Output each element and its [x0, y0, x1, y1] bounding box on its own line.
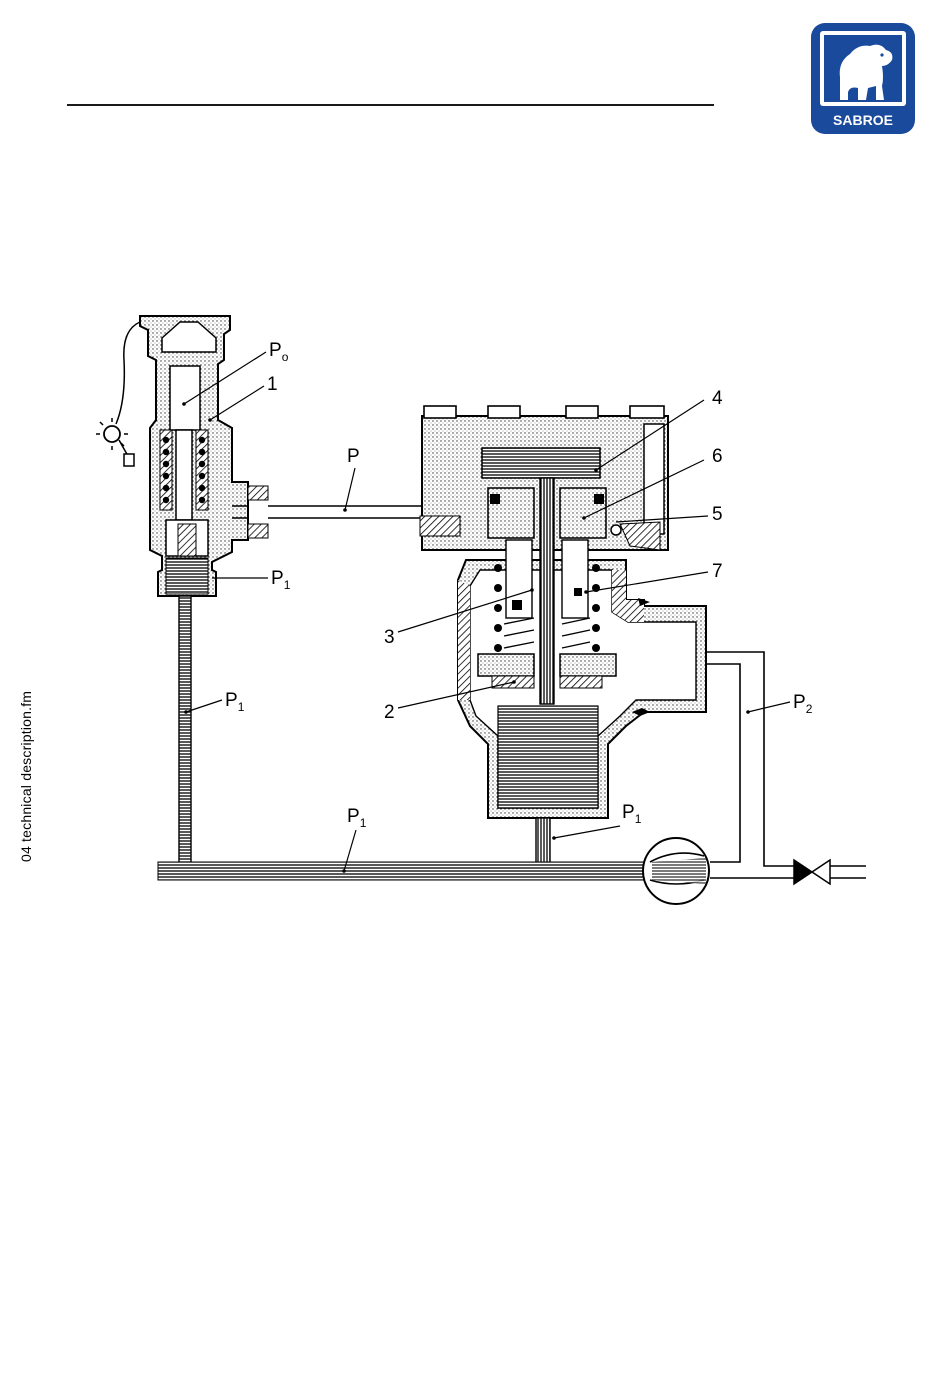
- label-po: Po: [269, 340, 289, 364]
- label-3: 3: [384, 627, 395, 648]
- label-p: P: [347, 446, 360, 467]
- check-valve-icon: [794, 860, 830, 884]
- p1-drain-line: [536, 818, 550, 864]
- pressure-gauge-icon: [96, 322, 140, 466]
- label-5: 5: [712, 504, 723, 525]
- label-p1-line: P1: [225, 690, 245, 714]
- label-p1-bottom: P1: [347, 806, 367, 830]
- suction-line: [158, 862, 646, 880]
- p1-pilot-line: [179, 596, 191, 864]
- label-2: 2: [384, 702, 395, 723]
- compressor-icon: [643, 838, 709, 904]
- label-1: 1: [267, 374, 278, 395]
- label-7: 7: [712, 561, 723, 582]
- pilot-valve-icon: [140, 316, 268, 596]
- label-6: 6: [712, 446, 723, 467]
- label-p1-pilot: P1: [271, 568, 291, 592]
- label-4: 4: [712, 388, 723, 409]
- label-p2: P2: [793, 692, 813, 716]
- label-p1-drain: P1: [622, 802, 642, 826]
- discharge-line: [706, 652, 866, 878]
